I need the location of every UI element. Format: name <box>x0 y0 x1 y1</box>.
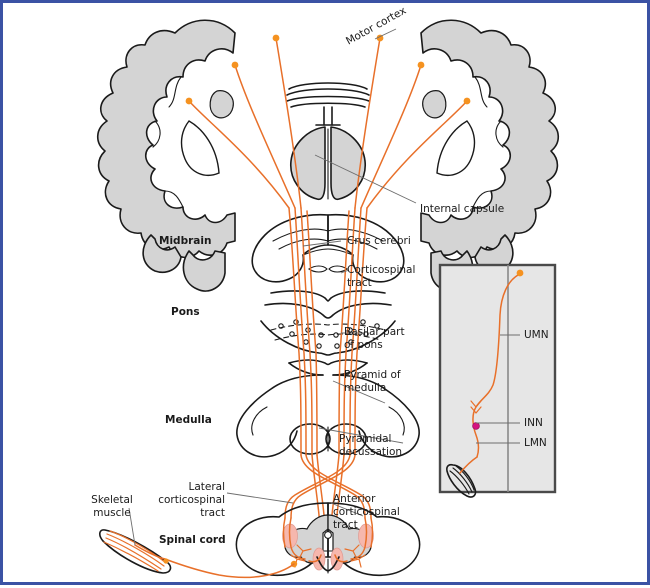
pyramid-right <box>325 423 367 455</box>
umn-soma-dot <box>516 269 524 277</box>
label-basilar-part-of-pons: Basilar part of pons <box>344 326 405 351</box>
label-skeletal-muscle: Skeletal muscle <box>91 494 133 519</box>
label-midbrain: Midbrain <box>159 235 212 247</box>
cerebral-cortex-section <box>96 19 560 292</box>
cortical-neuron-dot <box>231 61 239 69</box>
leader-lines <box>128 28 417 546</box>
cortical-neuron-dot <box>417 61 425 69</box>
pontine-nuclei <box>278 319 380 349</box>
leader-pyramid-of-medulla <box>332 380 386 404</box>
inset-panel <box>438 263 557 498</box>
skeletal-muscle-figure <box>99 529 172 574</box>
leader-pyramidal-decussation <box>318 427 404 444</box>
label-inn: INN <box>524 417 543 429</box>
label-spinal-cord: Spinal cord <box>159 534 226 546</box>
leader-lateral-cst <box>226 492 294 504</box>
cortical-neuron-dot <box>272 34 280 42</box>
label-crus-cerebri: Crus cerebri <box>347 235 411 247</box>
medulla-section <box>236 359 420 458</box>
label-anterior-corticospinal-tract: Anterior corticospinal tract <box>333 493 400 531</box>
leader-corticospinal-tract <box>340 269 350 274</box>
diagram-stage: .out{fill:none;stroke:#1a1a1a;stroke-wid… <box>3 3 647 582</box>
leader-anterior-cst <box>330 502 364 517</box>
label-internal-capsule: Internal capsule <box>420 203 505 215</box>
transverse-pontine-fibers <box>270 323 386 341</box>
label-medulla: Medulla <box>165 414 212 426</box>
inset-background <box>438 263 557 494</box>
corticospinal-fibers-cerebrum <box>185 34 471 209</box>
label-umn: UMN <box>524 329 549 341</box>
label-lateral-corticospinal-tract: Lateral corticospinal tract <box>158 481 225 519</box>
midbrain-section <box>251 213 405 302</box>
spinal-cord-section <box>164 502 421 579</box>
neuromuscular-junction-dot <box>163 558 169 564</box>
leader-crus-cerebri <box>302 240 342 247</box>
leader-internal-capsule <box>314 154 417 204</box>
label-corticospinal-tract: Corticospinal tract <box>347 264 416 289</box>
synapse-dot <box>472 422 480 430</box>
cortical-neuron-dot <box>185 97 193 105</box>
descending-fiber-bundles <box>288 207 368 456</box>
label-pyramid-of-medulla: Pyramid of medulla <box>344 369 401 394</box>
cortical-neuron-dot <box>463 97 471 105</box>
label-pyramidal-decussation: Pyramidal decussation <box>339 433 403 458</box>
pyramid-left <box>289 423 331 455</box>
label-lmn: LMN <box>524 437 547 449</box>
leader-motor-cortex <box>374 28 397 40</box>
label-pons: Pons <box>171 306 200 318</box>
corticospinal-tract-illustration: .out{fill:none;stroke:#1a1a1a;stroke-wid… <box>96 19 560 579</box>
leader-skeletal-muscle <box>128 507 136 546</box>
